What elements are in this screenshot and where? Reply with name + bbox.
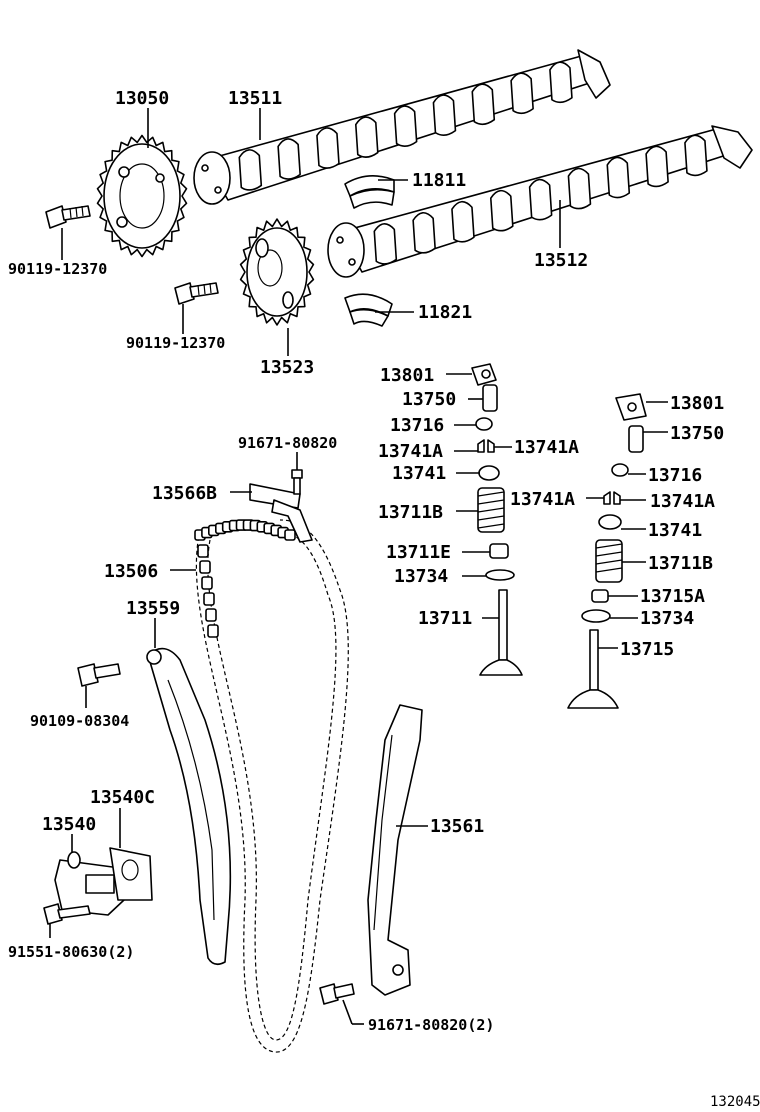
bearing-11821: [344, 293, 393, 327]
diagram-id: 132045: [710, 1094, 760, 1110]
valve-spring-13711B-right: [595, 539, 623, 583]
chain-guide-13566B: [249, 483, 313, 543]
timing-chain-13506: [194, 519, 349, 1053]
callout-13711: 13711: [418, 608, 472, 629]
callout-13540: 13540: [42, 814, 96, 835]
callout-13561: 13561: [430, 816, 484, 837]
callout-13741A-right-2: 13741A: [650, 491, 715, 512]
callout-13741-left: 13741: [392, 463, 446, 484]
valve-lifter-13716-right: [611, 463, 629, 477]
spring-retainer-13741-right: [598, 514, 622, 530]
bearing-11811: [344, 175, 395, 209]
spring-seat-13734-left: [485, 569, 515, 581]
callout-13716-left: 13716: [390, 415, 444, 436]
valve-stem-seal-13715A-right: [591, 589, 609, 603]
callout-13540C: 13540C: [90, 787, 155, 808]
callout-13559: 13559: [126, 598, 180, 619]
callout-13801-right: 13801: [670, 393, 724, 414]
callout-13801-left: 13801: [380, 365, 434, 386]
callout-13734-left: 13734: [394, 566, 448, 587]
callout-13715A: 13715A: [640, 586, 705, 607]
camshaft-13512: [327, 125, 753, 278]
bolt-90119-12370-a: [45, 205, 91, 229]
vvt-sprocket-13050: [96, 134, 188, 258]
bolt-91551-80630: [43, 903, 91, 925]
spring-retainer-13741-left: [478, 465, 500, 481]
callout-13506: 13506: [104, 561, 158, 582]
callout-13050: 13050: [115, 88, 169, 109]
sprocket-13523: [239, 218, 315, 326]
callout-13715: 13715: [620, 639, 674, 660]
callout-90119-12370-a: 90119-12370: [8, 260, 107, 278]
valve-keepers-13741A-left: [477, 439, 495, 453]
bolt-90109-08304: [77, 663, 121, 687]
valve-keepers-13741A-right: [603, 491, 621, 505]
spring-seat-13734-right: [581, 609, 611, 623]
callout-90109-08304: 90109-08304: [30, 712, 129, 730]
callout-13750-left: 13750: [402, 389, 456, 410]
tensioner-gasket-13540C: [109, 847, 153, 901]
callout-91551-80630: 91551-80630(2): [8, 943, 134, 961]
callout-13734-right: 13734: [640, 608, 694, 629]
callout-13750-right: 13750: [670, 423, 724, 444]
valve-stem-seal-13711E-left: [489, 543, 509, 559]
callout-91671-80820-bottom: 91671-80820(2): [368, 1016, 494, 1034]
leader-lines: [49, 108, 668, 1025]
callout-13716-right: 13716: [648, 465, 702, 486]
callout-13566B: 13566B: [152, 483, 217, 504]
rocker-arm-13801-left: [471, 363, 497, 386]
callout-13711E: 13711E: [386, 542, 451, 563]
callout-13741A-left-1: 13741A: [378, 441, 443, 462]
callout-13711B-right: 13711B: [648, 553, 713, 574]
callout-13741A-left-2: 13741A: [514, 437, 579, 458]
callout-13512: 13512: [534, 250, 588, 271]
chain-damper-13561: [367, 704, 423, 996]
callout-13523: 13523: [260, 357, 314, 378]
valve-lifter-13716-left: [475, 417, 493, 431]
lash-adjuster-13750-right: [628, 425, 644, 453]
callout-13511: 13511: [228, 88, 282, 109]
valve-13715-exhaust: [567, 629, 619, 709]
valve-spring-13711B-left: [477, 487, 505, 533]
valve-13711-intake: [479, 589, 523, 676]
bolt-91671-80820-top: [291, 469, 303, 495]
callout-91671-80820-top: 91671-80820: [238, 434, 337, 452]
callout-13741-right: 13741: [648, 520, 702, 541]
callout-13741A-right-1: 13741A: [510, 489, 575, 510]
lash-adjuster-13750-left: [482, 384, 498, 412]
bolt-90119-12370-b: [174, 282, 219, 305]
callout-90119-12370-b: 90119-12370: [126, 334, 225, 352]
callout-labels: 13050 13511 11811 90119-12370 13512 9011…: [8, 88, 760, 1110]
rocker-arm-13801-right: [615, 393, 647, 421]
callout-13711B-left: 13711B: [378, 502, 443, 523]
callout-11821: 11821: [418, 302, 472, 323]
callout-11811: 11811: [412, 170, 466, 191]
chain-slipper-13559: [146, 647, 232, 966]
camshaft-13511: [193, 49, 611, 205]
bolt-91671-80820-bottom: [319, 983, 355, 1005]
